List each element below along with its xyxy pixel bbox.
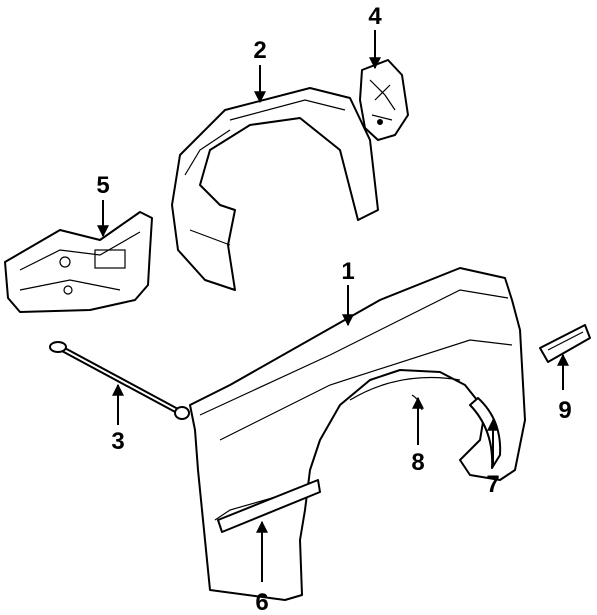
callout-9: 9: [558, 397, 571, 424]
wheelhouse-liner-part: [171, 87, 379, 291]
callout-1: 1: [341, 258, 354, 285]
callout-6: 6: [255, 589, 268, 615]
bracket-part: [359, 59, 409, 141]
callout-2: 2: [253, 37, 266, 64]
callout-5: 5: [96, 172, 109, 199]
inner-panel-part: [4, 211, 153, 313]
fender-part: [189, 267, 526, 601]
callout-4: 4: [368, 3, 382, 30]
emblem-part: [539, 324, 591, 363]
callout-7: 7: [486, 471, 499, 498]
callout-3: 3: [111, 428, 124, 455]
lower-molding-part: [217, 479, 321, 533]
brace-rod-part: [49, 341, 190, 420]
callout-8: 8: [411, 449, 424, 476]
